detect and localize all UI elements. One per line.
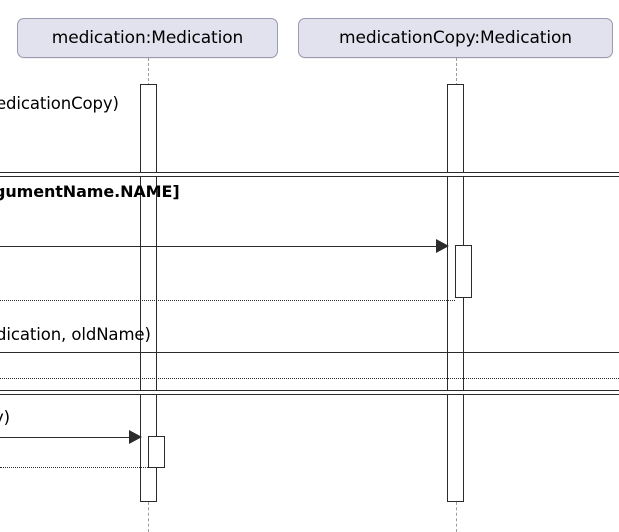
constructor-call-label: edicationCopy) <box>0 94 119 113</box>
lifeline-head-medicationCopy-label: medicationCopy:Medication <box>339 28 572 48</box>
message-get-name-arrowhead <box>129 430 142 444</box>
fragment-separator-lower <box>0 390 619 395</box>
return-notify-line <box>0 378 619 379</box>
guard-condition-label: gumentName.NAME] <box>0 182 180 201</box>
fragment-separator-upper <box>0 172 619 177</box>
return-get-name-line <box>0 467 148 468</box>
return-from-medication-copy-line <box>0 300 455 301</box>
lifeline-head-medicationCopy[interactable]: medicationCopy:Medication <box>298 18 613 58</box>
activation-medicationCopy-nested <box>455 245 472 298</box>
message-get-name-line <box>0 437 136 438</box>
message-set-name-arrowhead <box>436 239 449 253</box>
activation-medication-nested <box>148 436 165 468</box>
activation-medication-main <box>140 84 157 502</box>
lifeline-stem-medication-bottom <box>148 502 149 532</box>
message-notify-label: dication, oldName) <box>0 325 151 344</box>
lifeline-head-medication[interactable]: medication:Medication <box>17 18 278 58</box>
lifeline-head-medication-label: medication:Medication <box>51 28 244 48</box>
message-set-name-line <box>0 246 443 247</box>
message-notify-line <box>0 352 619 353</box>
lifeline-stem-medicationCopy-bottom <box>456 502 457 532</box>
lifeline-stem-medication-top <box>148 58 149 86</box>
lifeline-stem-medicationCopy-top <box>456 58 457 86</box>
message-get-name-label: y) <box>0 408 11 427</box>
